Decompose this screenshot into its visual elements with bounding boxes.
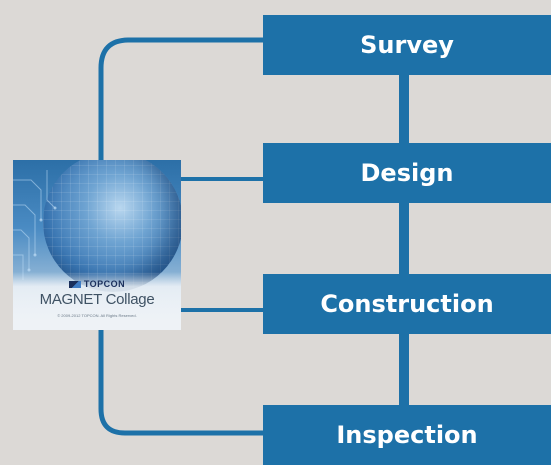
- magnet-collage-product-box: TOPCON MAGNET Collage © 2009-2012 TOPCON…: [13, 160, 181, 330]
- stage-inspection: Inspection: [263, 405, 551, 465]
- globe-icon: [43, 160, 181, 292]
- logo-panel: [13, 272, 181, 330]
- topcon-mark-icon: [68, 281, 81, 289]
- brand-logo: TOPCON: [13, 279, 181, 289]
- stage-label: Design: [360, 159, 454, 187]
- brand-text: TOPCON: [83, 279, 126, 289]
- product-name: MAGNET Collage: [39, 291, 155, 308]
- stage-survey: Survey: [263, 15, 551, 75]
- stage-label: Construction: [320, 290, 494, 318]
- bracket-bottom-connector: [98, 330, 268, 436]
- circuit-pattern-icon: [13, 170, 57, 280]
- copyright-text: © 2009-2012 TOPCON. All Rights Reserved.: [57, 313, 137, 318]
- stage-design: Design: [263, 143, 551, 203]
- stage-label: Survey: [360, 31, 454, 59]
- bracket-top-connector: [98, 37, 268, 162]
- stage-label: Inspection: [336, 421, 478, 449]
- stage-construction: Construction: [263, 274, 551, 334]
